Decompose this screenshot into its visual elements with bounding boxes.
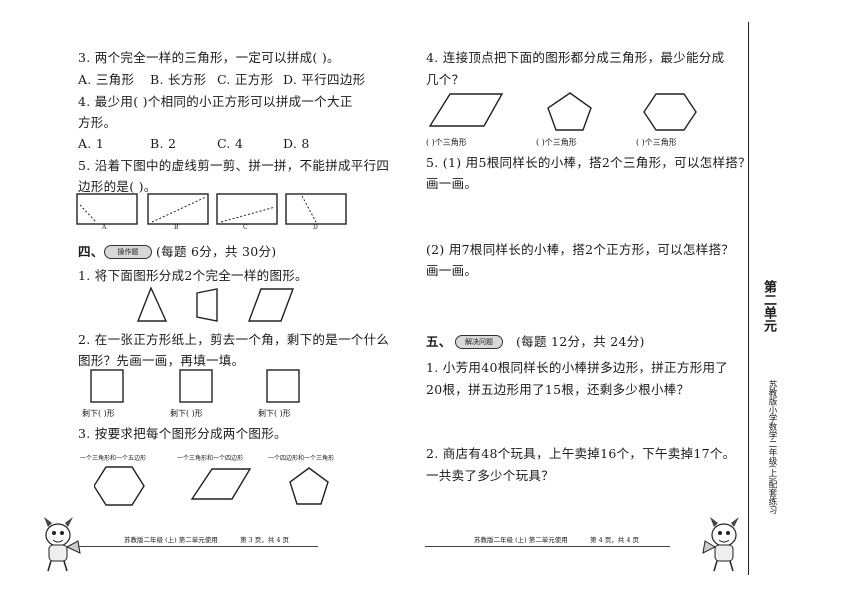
section4-number: 四、 [78,244,104,259]
q4-option-b: B. 2 [150,136,177,151]
footer-rule-left [78,546,318,547]
triangle-shape [136,286,168,322]
q4-option-d: D. 8 [283,136,310,151]
hexagon-shape [94,466,145,506]
s5q2-line1: 2. 商店有48个玩具，上午卖掉16个，下午卖掉17个。 [426,446,736,461]
q3-stem: 3. 两个完全一样的三角形，一定可以拼成( )。 [78,50,340,65]
footer-page-left: 第 3 页，共 4 页 [240,536,290,544]
q3-option-d: D. 平行四边形 [283,72,366,87]
footer-page-right: 第 4 页，共 4 页 [590,536,640,544]
section5-badge: 解决问题 [455,335,503,349]
trapezoid-shape [196,288,218,322]
square-1 [90,369,124,403]
right-q4-stem-line2: 几个？ [426,72,465,87]
q5-label-d: D [313,224,318,231]
right-q5a-line2: 画一画。 [426,176,478,191]
parallelogram-shape [428,93,504,127]
section4-points: (每题 6分，共 30分) [156,244,277,259]
s4q3-stem: 3. 按要求把每个图形分成两个图形。 [78,426,287,441]
sidebar-unit-title: 第二单元 [761,280,776,332]
q4-stem-line1: 4. 最少用( )个相同的小正方形可以拼成一个大正 [78,94,353,109]
mascot-figure-right [702,517,739,572]
parallelogram-shape [190,468,252,500]
right-q4-caption-3: ( )个三角形 [636,138,677,147]
sidebar-divider [748,22,749,575]
right-q4-caption-1: ( )个三角形 [426,138,467,147]
pentagon-shape [289,467,329,505]
parallelogram-shape [247,288,295,322]
q4-option-c: C. 4 [217,136,244,151]
s4q1-stem: 1. 将下面图形分成2个完全一样的图形。 [78,268,308,283]
rectangle-b [147,193,209,225]
rectangle-a [76,193,138,225]
s4q3-caption-1: 一个三角形和一个五边形 [80,455,147,462]
section4-badge: 操作题 [104,245,152,259]
q3-option-a: A. 三角形 [78,72,135,87]
q5-stem-line2: 边形的是( )。 [78,179,157,194]
rectangle-c [216,193,278,225]
q5-label-b: B [174,224,179,231]
footer-rule-right [425,546,670,547]
square-2 [179,369,213,403]
s4q2-caption-3: 剩下( )形 [258,409,291,418]
q4-stem-line2: 方形。 [78,115,117,130]
square-3 [266,369,300,403]
s4q3-caption-2: 一个三角形和一个四边形 [177,455,244,462]
section5-number: 五、 [426,334,452,349]
s5q1-line2: 20根，拼五边形用了15根，还剩多少根小棒？ [426,382,690,397]
right-q5b-line2: 画一画。 [426,263,478,278]
q3-option-b: B. 长方形 [150,72,207,87]
right-q5b-line1: (2) 用7根同样长的小棒，搭2个正方形，可以怎样搭？ [426,242,735,257]
s4q3-caption-3: 一个四边形和一个三角形 [268,455,335,462]
q4-option-a: A. 1 [78,136,105,151]
footer-title-left: 苏教版二年级 (上) 第二单元使用 [124,536,218,544]
right-q5a-line1: 5. (1) 用5根同样长的小棒，搭2个三角形，可以怎样搭？ [426,155,751,170]
pentagon-shape [547,92,592,131]
q5-rectangles-figure [76,193,347,225]
q5-stem-line1: 5. 沿着下图中的虚线剪一剪、拼一拼，不能拼成平行四 [78,158,390,173]
rectangle-d [285,193,347,225]
right-q4-stem-line1: 4. 连接顶点把下面的图形都分成三角形，最少能分成 [426,50,725,65]
q5-label-c: C [243,224,248,231]
right-q4-shapes-figure [428,92,697,131]
s4q2-stem-line2: 图形？先画一画，再填一填。 [78,353,245,368]
q5-label-a: A [102,224,107,231]
sidebar-series-title: 苏教版小学数学二年级(上)配套练习 [767,380,777,515]
s4q3-shapes-figure [94,466,329,506]
s4q1-shapes-figure [136,286,295,322]
right-q4-caption-2: ( )个三角形 [536,138,577,147]
s4q2-caption-1: 剩下( )形 [82,409,115,418]
footer-title-right: 苏教版二年级 (上) 第二单元使用 [474,536,568,544]
s4q2-squares-figure [90,369,300,403]
q3-option-c: C. 正方形 [217,72,274,87]
s4q2-caption-2: 剩下( )形 [170,409,203,418]
s5q1-line1: 1. 小芳用40根同样长的小棒拼多边形，拼正方形用了 [426,360,729,375]
s5q2-line2: 一共卖了多少个玩具？ [426,468,555,483]
s4q2-stem-line1: 2. 在一张正方形纸上，剪去一个角，剩下的是一个什么 [78,332,390,347]
hexagon-shape [643,93,697,131]
section5-points: (每题 12分，共 24分) [516,334,645,349]
mascot-figure-left [44,517,81,572]
